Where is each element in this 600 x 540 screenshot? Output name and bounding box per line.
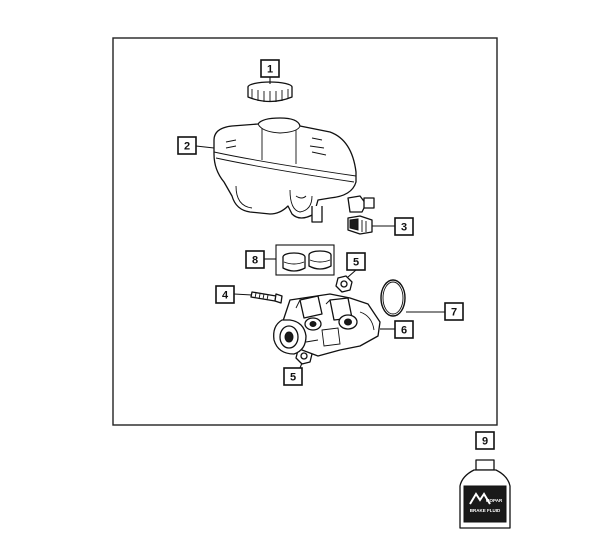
callout-1: 1 — [260, 59, 280, 78]
callout-2: 2 — [177, 136, 197, 155]
fluid-level-sensor — [347, 215, 373, 235]
svg-text:3: 3 — [401, 222, 407, 234]
svg-text:7: 7 — [451, 307, 457, 319]
svg-text:6: 6 — [401, 325, 407, 337]
svg-text:5: 5 — [290, 372, 296, 384]
callout-6: 6 — [394, 320, 414, 339]
svg-text:1: 1 — [267, 64, 273, 76]
callout-8: 8 — [245, 250, 265, 269]
brake-fluid-bottle: MOPAR BRAKE FLUID — [459, 459, 511, 529]
svg-text:5: 5 — [353, 257, 359, 269]
svg-text:2: 2 — [184, 141, 190, 153]
svg-text:4: 4 — [222, 290, 229, 302]
svg-text:9: 9 — [482, 436, 488, 448]
brake-fluid-reservoir — [213, 117, 375, 223]
mopar-logo-icon — [469, 492, 491, 505]
bottle-label-brand: MOPAR — [486, 498, 503, 503]
callout-5-lower: 5 — [283, 367, 303, 386]
leader-lines — [195, 77, 445, 369]
callout-7: 7 — [444, 302, 464, 321]
brake-master-cylinder — [273, 293, 381, 357]
callout-9: 9 — [475, 431, 495, 450]
callout-3: 3 — [394, 217, 414, 236]
callout-5-upper: 5 — [346, 252, 366, 271]
reservoir-grommets — [275, 244, 335, 276]
nut-upper — [335, 275, 353, 293]
reservoir-cap — [247, 81, 293, 103]
o-ring-seal — [380, 279, 406, 317]
svg-text:8: 8 — [252, 255, 258, 267]
bottle-label-product: BRAKE FLUID — [470, 508, 501, 513]
diagram-frame — [112, 37, 498, 426]
callout-4: 4 — [215, 285, 235, 304]
